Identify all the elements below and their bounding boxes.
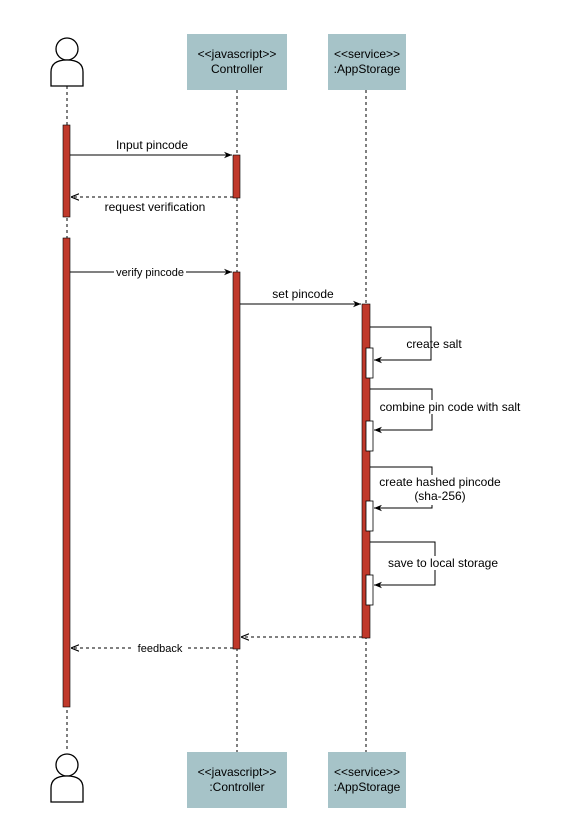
msg-create-hashed-label-2: (sha-256) (414, 489, 465, 503)
self-activation-hash (365, 500, 374, 532)
controller-activation-2 (232, 271, 241, 650)
controller-box-top: <<javascript>> Controller (187, 34, 287, 90)
self-activation-combine (365, 420, 374, 452)
self-activation-create-salt (365, 347, 374, 379)
controller-activation-1 (232, 154, 241, 199)
storage-stereotype-bottom: <<service>> (334, 765, 400, 779)
actor-top-person-icon (50, 37, 84, 87)
storage-name-bottom: :AppStorage (334, 780, 401, 794)
storage-box-top: <<service>> :AppStorage (328, 34, 406, 90)
controller-name: Controller (211, 62, 263, 76)
msg-request-verification-label: request verification (105, 200, 206, 214)
storage-box-bottom: <<service>> :AppStorage (328, 752, 406, 808)
msg-create-salt-arrow (370, 326, 432, 364)
msg-verify-pincode-label: verify pincode (116, 267, 184, 279)
msg-feedback-label: feedback (138, 643, 183, 655)
storage-name: :AppStorage (334, 62, 401, 76)
storage-activation (361, 303, 371, 639)
msg-set-pincode-label: set pincode (272, 287, 334, 301)
controller-stereotype-bottom: <<javascript>> (198, 765, 277, 779)
msg-create-hashed-label-1: create hashed pincode (379, 475, 501, 489)
actor-activation-1 (62, 124, 71, 218)
controller-box-bottom: <<javascript>> :Controller (187, 752, 287, 808)
self-activation-save (365, 574, 374, 606)
controller-name-bottom: :Controller (209, 780, 264, 794)
msg-create-salt-label: create salt (406, 337, 462, 351)
actor-bottom-person-icon (50, 753, 84, 803)
storage-stereotype: <<service>> (334, 47, 400, 61)
actor-activation-2 (62, 237, 71, 708)
msg-save-label: save to local storage (388, 556, 498, 570)
msg-combine-label: combine pin code with salt (380, 400, 521, 414)
msg-input-pincode-label: Input pincode (116, 138, 188, 152)
controller-stereotype: <<javascript>> (198, 47, 277, 61)
